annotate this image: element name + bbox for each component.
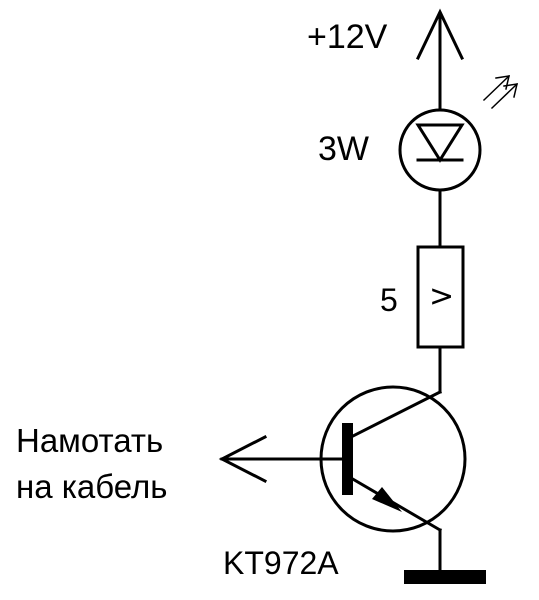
transistor-part-label: KT972A <box>223 545 339 581</box>
cable-instruction-line2: на кабель <box>16 468 168 505</box>
resistor-icon <box>416 245 465 349</box>
light-emission-icon <box>482 74 519 110</box>
emitter-arrow-icon <box>372 487 402 512</box>
transistor-base-bar <box>342 423 353 495</box>
ground-icon <box>404 570 486 584</box>
supply-voltage-label: +12V <box>307 18 388 56</box>
resistor-symbol-mark: > <box>429 279 455 314</box>
cable-instruction-line1: Намотать <box>16 422 164 459</box>
led-power-label: 3W <box>318 130 369 168</box>
supply-arrow-icon <box>415 8 465 61</box>
antenna-arrow-icon <box>218 434 268 484</box>
led-icon <box>398 108 482 192</box>
resistor-value-label: 5 <box>380 282 398 318</box>
